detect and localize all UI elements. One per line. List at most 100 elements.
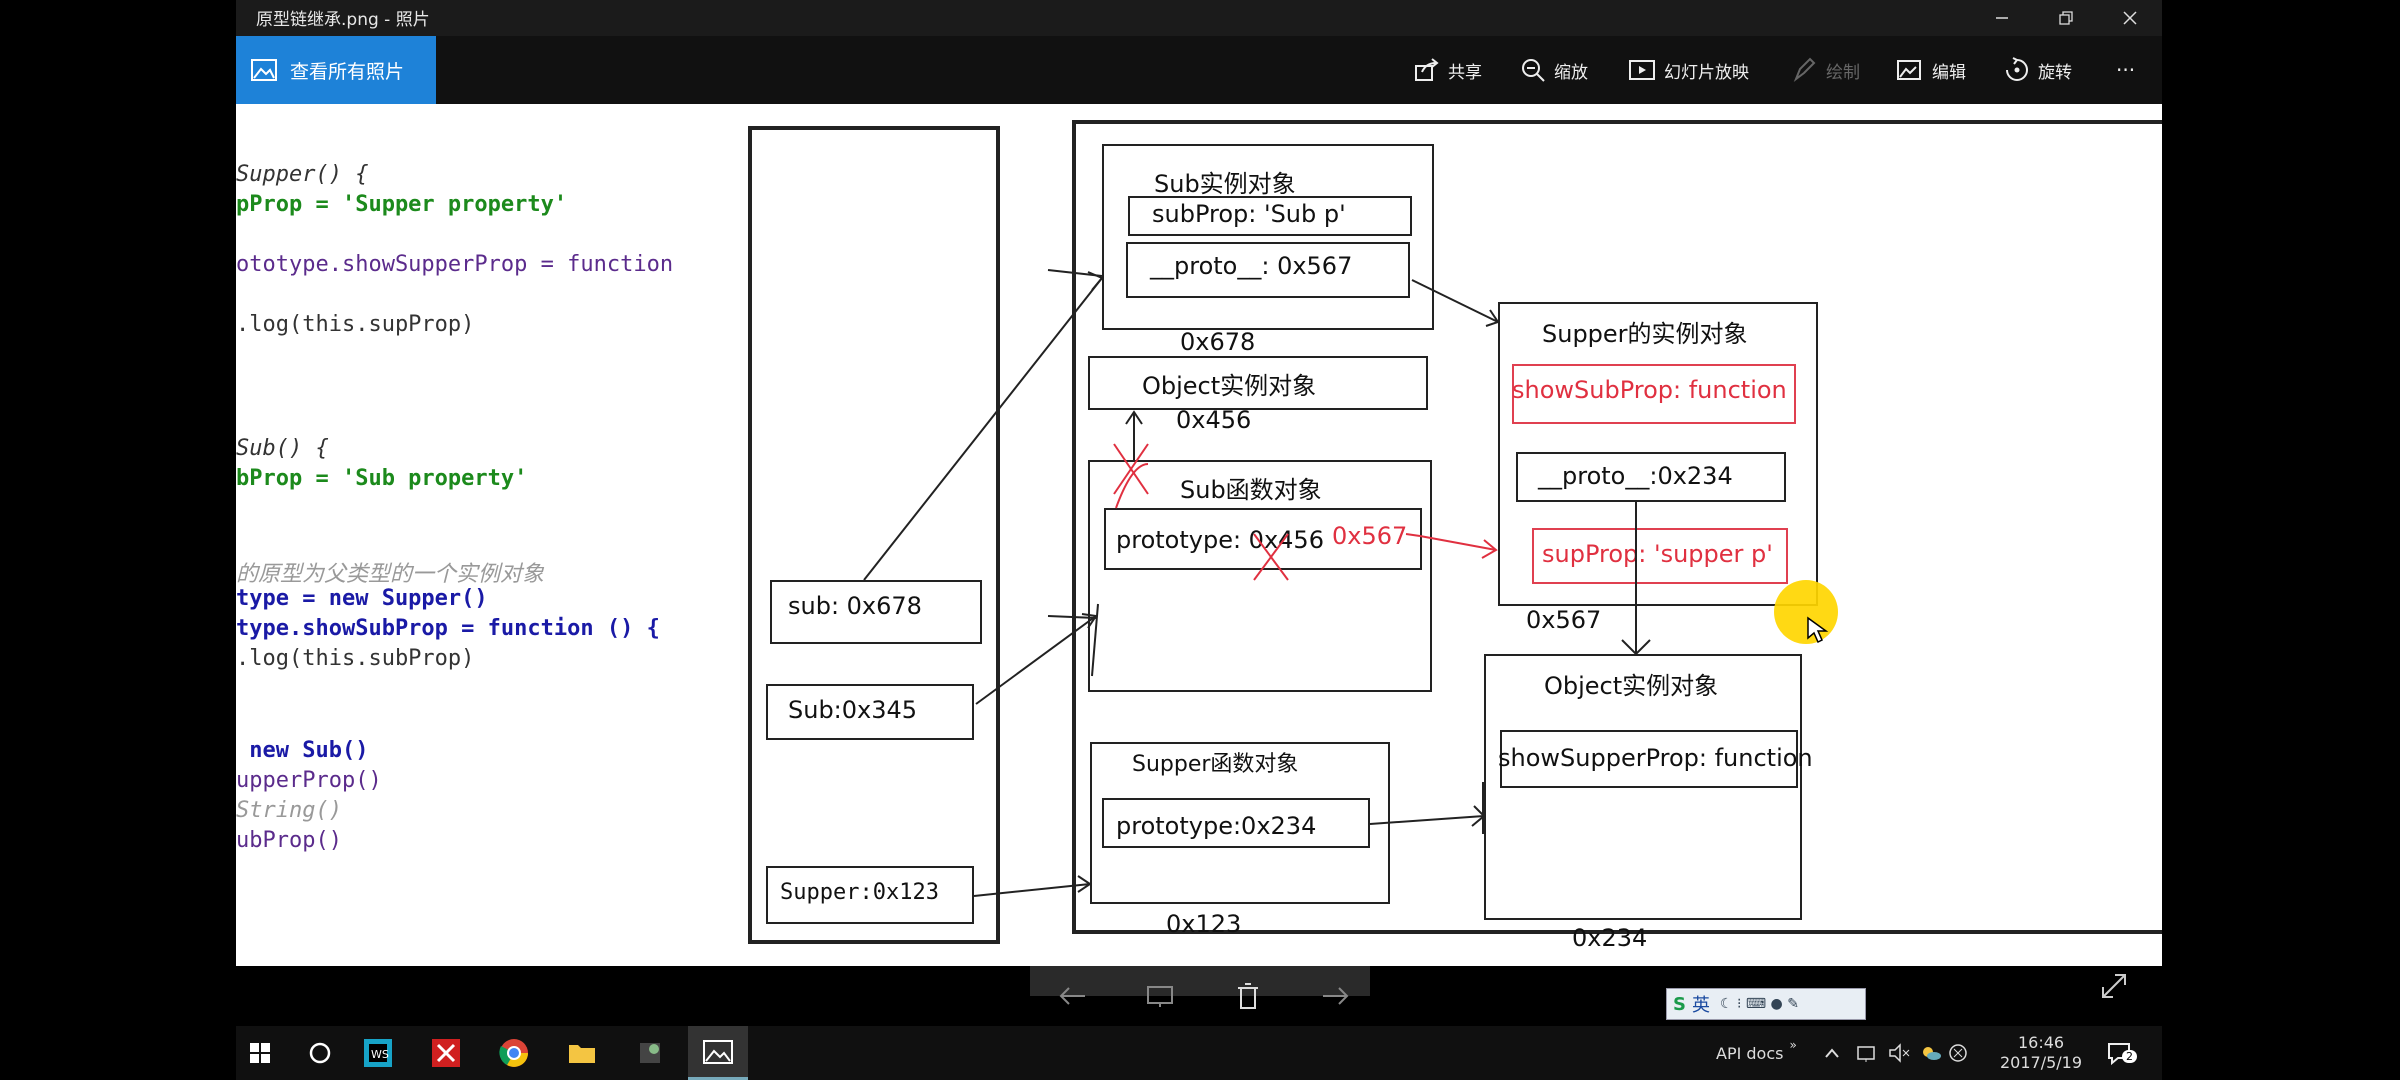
taskbar-photos[interactable] bbox=[688, 1026, 748, 1080]
title-bar: 原型链继承.png - 照片 bbox=[236, 0, 2162, 36]
sub-instance-object bbox=[1102, 144, 1434, 330]
webstorm-icon: WS bbox=[364, 1039, 392, 1067]
tray-overflow-button[interactable] bbox=[1824, 1026, 1840, 1080]
network-icon[interactable] bbox=[1856, 1026, 1878, 1080]
cortana-button[interactable] bbox=[290, 1026, 350, 1080]
taskbar: WS API docs » bbox=[236, 1026, 2162, 1080]
next-button[interactable] bbox=[1316, 976, 1356, 1016]
slideshow-button[interactable]: 幻灯片放映 bbox=[1628, 36, 1749, 104]
close-circle-icon[interactable] bbox=[1948, 1026, 1968, 1080]
supper-instance-proto-box bbox=[1516, 452, 1786, 502]
draw-button[interactable]: 绘制 bbox=[1792, 36, 1860, 104]
chevron-icon: » bbox=[1789, 1038, 1797, 1052]
addr-0x456: 0x456 bbox=[1176, 406, 1252, 434]
api-docs-label: API docs bbox=[1716, 1043, 1784, 1063]
supper-function-title: Supper函数对象 bbox=[1132, 752, 1299, 777]
ime-language-label: 英 bbox=[1691, 995, 1710, 1016]
previous-button[interactable] bbox=[1052, 976, 1092, 1016]
close-button[interactable] bbox=[2098, 0, 2162, 36]
notification-count: 2 bbox=[2122, 1050, 2137, 1063]
edit-button[interactable]: 编辑 bbox=[1896, 36, 1966, 104]
stack-var-sub-fn bbox=[766, 684, 974, 740]
edit-icon bbox=[1897, 60, 1921, 80]
sup-prop-box bbox=[1532, 528, 1788, 584]
sub-fn-prototype-label: prototype: 0x456 bbox=[1116, 526, 1324, 554]
arrow-left-icon bbox=[1059, 987, 1085, 1005]
more-label: ··· bbox=[2116, 58, 2136, 82]
api-docs-toolbar[interactable]: API docs » bbox=[1716, 1026, 1797, 1080]
code-line: bProp = 'Sub property' bbox=[236, 466, 528, 491]
sub-prop-label: subProp: 'Sub p' bbox=[1152, 200, 1346, 228]
view-all-photos-button[interactable]: 查看所有照片 bbox=[236, 36, 436, 104]
show-supper-prop-box bbox=[1500, 730, 1798, 788]
share-label: 共享 bbox=[1448, 62, 1482, 83]
photo-nav-strip bbox=[236, 966, 2162, 1026]
fullscreen-button[interactable] bbox=[2094, 966, 2134, 1006]
supper-instance-title: Supper的实例对象 bbox=[1542, 320, 1748, 348]
pen-icon bbox=[1793, 57, 1816, 82]
photo-canvas: Supper() { pProp = 'Supper property' oto… bbox=[236, 104, 2162, 966]
volume-muted-icon[interactable] bbox=[1888, 1026, 1910, 1080]
start-button[interactable] bbox=[230, 1026, 290, 1080]
minimize-button[interactable] bbox=[1970, 0, 2034, 36]
code-line: type = new Supper() bbox=[236, 586, 488, 611]
window-title: 原型链继承.png - 照片 bbox=[256, 10, 430, 30]
sogou-icon: S bbox=[1673, 993, 1686, 1015]
slideshow-strip-button[interactable] bbox=[1140, 976, 1180, 1016]
supper-instance-proto-label: __proto__:0x234 bbox=[1538, 462, 1733, 490]
xmind-icon bbox=[432, 1039, 460, 1067]
code-line: upperProp() bbox=[236, 768, 382, 793]
sub-prop-box bbox=[1128, 196, 1412, 236]
object-instance-0x234-title: Object实例对象 bbox=[1544, 672, 1719, 700]
ime-toolbar[interactable]: S 英 ☾ ⁝ ⌨ ● ✎ bbox=[1666, 988, 1866, 1020]
notifications-icon bbox=[2108, 1043, 2130, 1066]
share-button[interactable]: 共享 bbox=[1414, 36, 1482, 104]
addr-0x123: 0x123 bbox=[1166, 910, 1242, 938]
show-sub-prop-label: showSubProp: function bbox=[1512, 376, 1787, 404]
sub-proto-label: __proto__: 0x567 bbox=[1150, 252, 1353, 280]
code-line: pProp = 'Supper property' bbox=[236, 192, 568, 217]
rotate-icon bbox=[2006, 57, 2028, 81]
rotate-button[interactable]: 旋转 bbox=[2004, 36, 2072, 104]
filmstrip-bar bbox=[1030, 966, 1370, 996]
stack-memory bbox=[748, 126, 1000, 944]
windows-icon bbox=[250, 1043, 270, 1063]
edit-label: 编辑 bbox=[1932, 62, 1966, 83]
taskbar-xmind[interactable] bbox=[416, 1026, 476, 1080]
sub-function-title: Sub函数对象 bbox=[1180, 476, 1322, 504]
object-instance-0x456-title: Object实例对象 bbox=[1142, 372, 1317, 400]
show-supper-prop-label: showSupperProp: function bbox=[1498, 744, 1813, 772]
taskbar-app[interactable] bbox=[620, 1026, 680, 1080]
mouse-cursor-highlight bbox=[1774, 580, 1838, 644]
sub-proto-box bbox=[1126, 242, 1410, 298]
toolbar: 查看所有照片 共享 缩放 幻灯片放映 绘制 编辑 旋转 ··· bbox=[236, 36, 2162, 104]
code-line: new Sub() bbox=[236, 738, 369, 763]
code-line: type.showSubProp = function () { bbox=[236, 616, 660, 641]
slideshow-icon bbox=[1147, 986, 1173, 1007]
restore-button[interactable] bbox=[2034, 0, 2098, 36]
clock-date: 2017/5/19 bbox=[2000, 1053, 2083, 1072]
sup-prop-label: supProp: 'supper p' bbox=[1542, 540, 1773, 568]
sub-fn-prototype-new-value: 0x567 bbox=[1332, 522, 1408, 550]
zoom-button[interactable]: 缩放 bbox=[1520, 36, 1588, 104]
stack-var-sub-fn-label: Sub:0x345 bbox=[788, 696, 918, 724]
weather-icon[interactable] bbox=[1920, 1026, 1942, 1080]
code-line: 的原型为父类型的一个实例对象 bbox=[236, 562, 545, 587]
minimize-icon bbox=[1996, 17, 2008, 19]
taskbar-webstorm[interactable]: WS bbox=[348, 1026, 408, 1080]
view-all-photos-label: 查看所有照片 bbox=[290, 60, 405, 83]
more-button[interactable]: ··· bbox=[2116, 36, 2135, 104]
stack-var-sub bbox=[770, 580, 982, 644]
clock[interactable]: 16:46 2017/5/19 bbox=[2000, 1026, 2082, 1080]
taskbar-chrome[interactable] bbox=[484, 1026, 544, 1080]
stack-var-sub-label: sub: 0x678 bbox=[788, 592, 922, 620]
ime-tools-icon: ☾ ⁝ ⌨ ● ✎ bbox=[1719, 996, 1799, 1012]
app-icon bbox=[640, 1043, 660, 1063]
stack-var-supper-fn bbox=[766, 866, 974, 924]
taskbar-file-explorer[interactable] bbox=[552, 1026, 612, 1080]
action-center-button[interactable]: 2 bbox=[2106, 1026, 2137, 1080]
svg-text:WS: WS bbox=[371, 1048, 389, 1061]
delete-button[interactable] bbox=[1228, 976, 1268, 1016]
addr-0x234: 0x234 bbox=[1572, 924, 1648, 952]
close-icon bbox=[2123, 11, 2137, 25]
